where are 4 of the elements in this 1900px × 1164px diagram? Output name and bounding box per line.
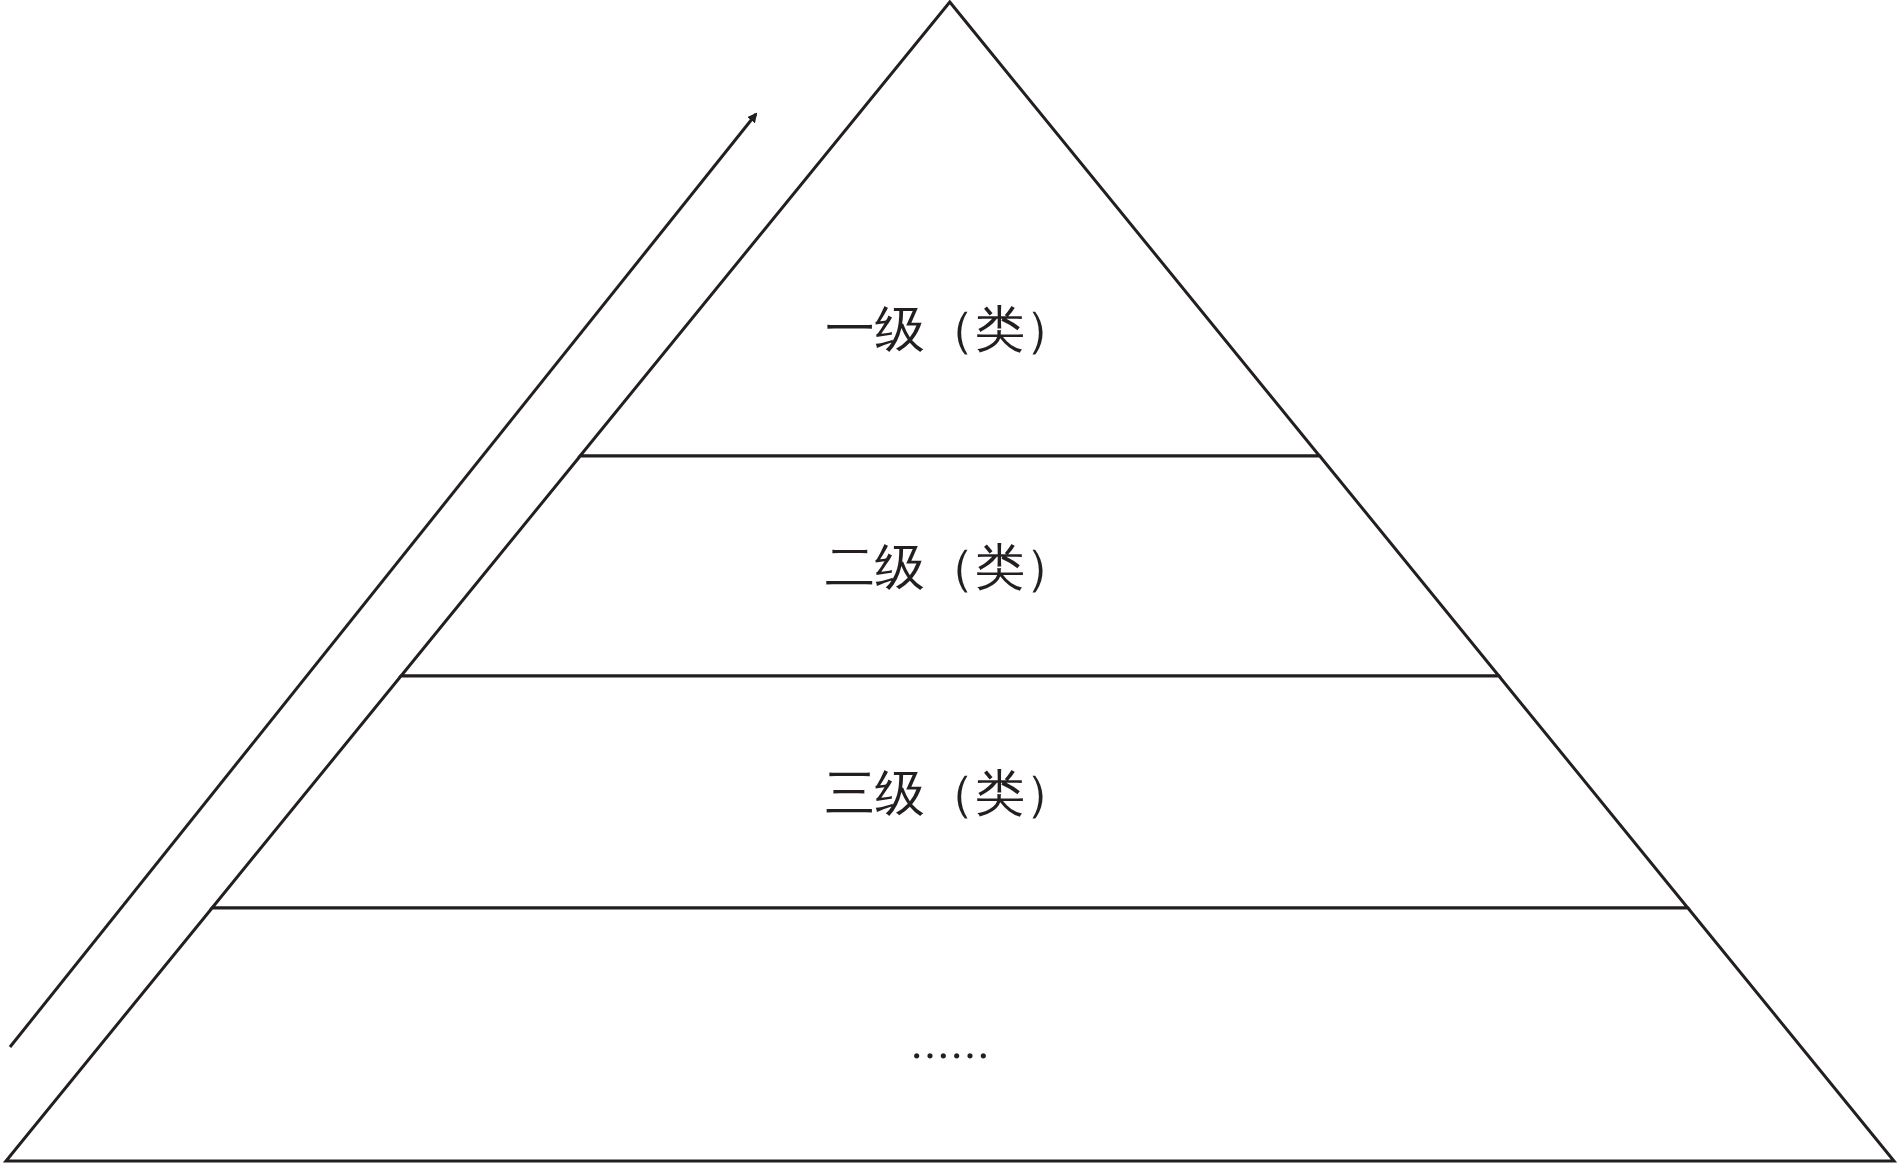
tier-label: …… (909, 1021, 991, 1068)
tier-label: 二级（类） (824, 536, 1076, 598)
tier-label: 一级（类） (824, 299, 1076, 361)
tier-label: 三级（类） (824, 762, 1076, 824)
